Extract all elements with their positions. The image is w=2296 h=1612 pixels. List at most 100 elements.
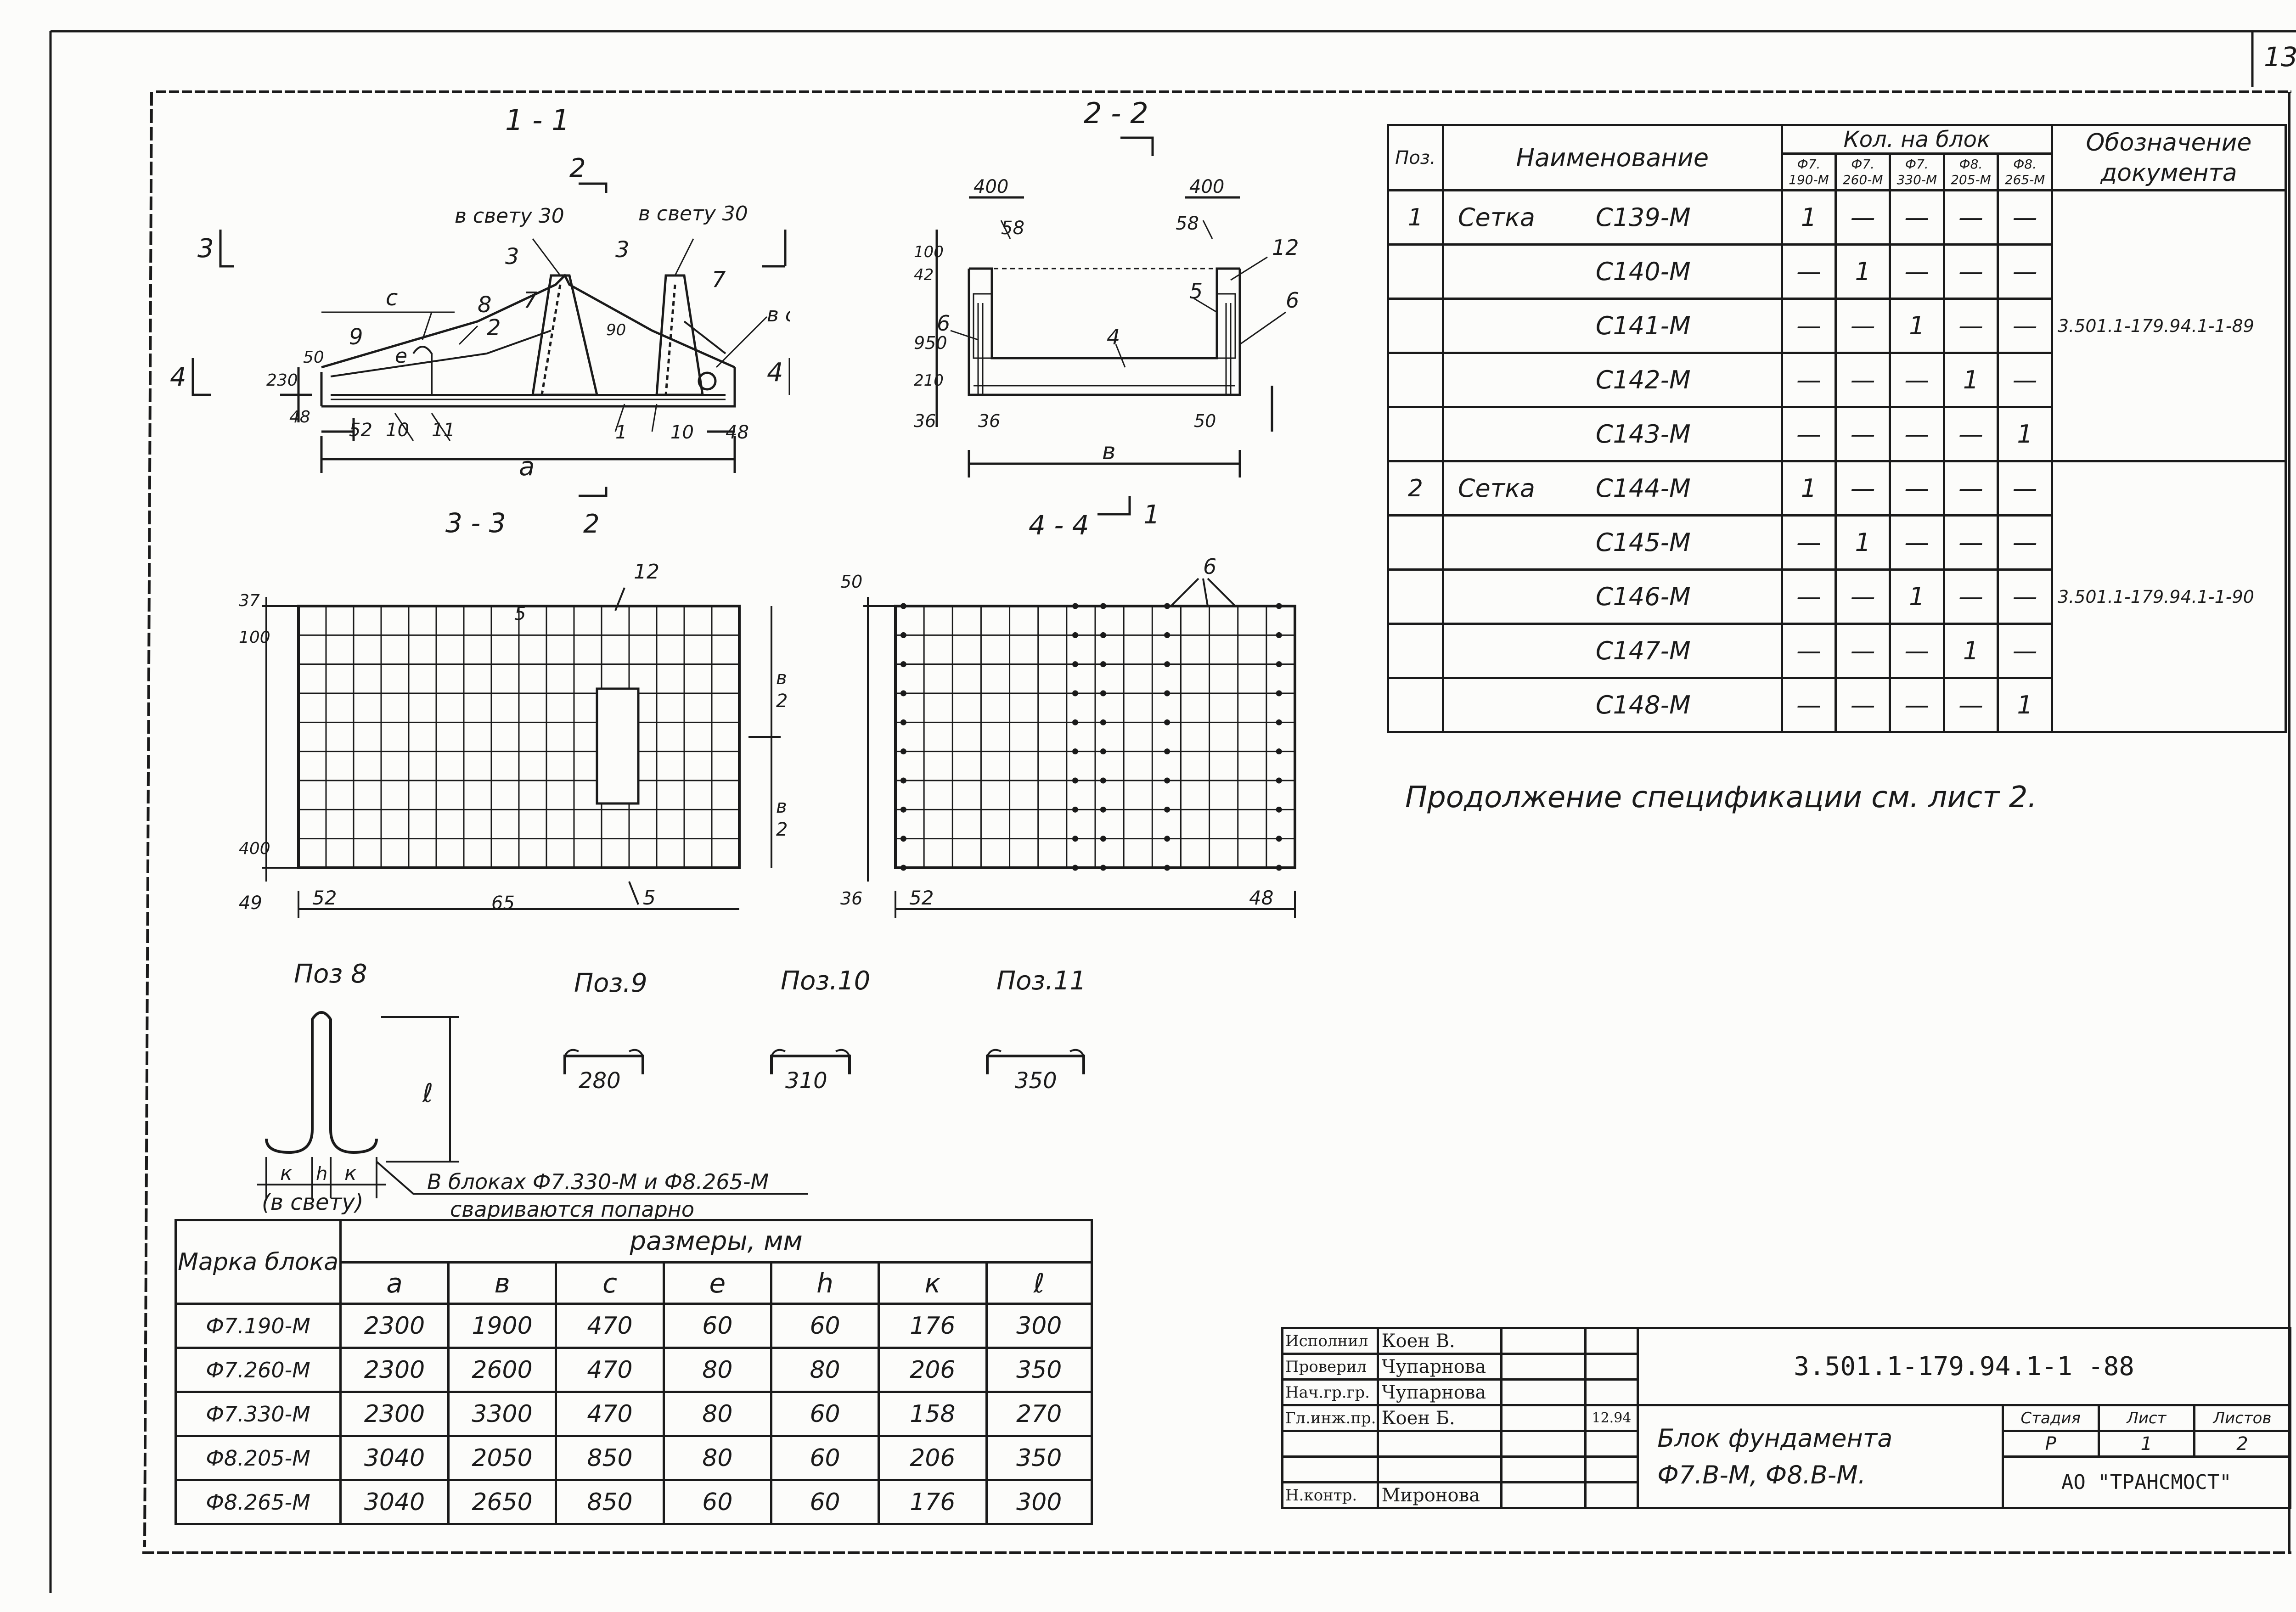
dim-b-over-2b-label: в bbox=[776, 796, 787, 817]
dims-cell-value: 60 bbox=[770, 1303, 880, 1349]
dims-cell-value: 80 bbox=[662, 1391, 772, 1437]
spec-cell-name: С142-М bbox=[1441, 352, 1783, 408]
spec-cell-qty: — bbox=[1780, 514, 1837, 571]
section-4-4-title: 4 - 4 bbox=[1029, 510, 1089, 541]
spec-cell-qty: — bbox=[1997, 189, 2053, 246]
rebar-dot bbox=[1164, 661, 1171, 668]
rebar-dot bbox=[900, 777, 906, 784]
document-code: 3.501.1-179.94.1-1 -88 bbox=[1637, 1327, 2291, 1406]
spec-header-doc: Обозначение документа bbox=[2050, 124, 2287, 191]
spec-cell-qty: 1 bbox=[1942, 623, 1999, 679]
rebar-dot bbox=[900, 661, 906, 668]
rebar-dot bbox=[1100, 836, 1106, 842]
spec-subheader-4: Ф8. 205-М bbox=[1942, 152, 1999, 191]
sheets-header: Листов bbox=[2193, 1404, 2291, 1432]
clear-span-mid-note: в свету 30 bbox=[638, 202, 748, 225]
stamp-role bbox=[1281, 1430, 1379, 1458]
rebar-dot bbox=[1276, 806, 1282, 813]
spec-row: С148-М————1 bbox=[1387, 677, 2286, 733]
stamp-date bbox=[1584, 1481, 1639, 1509]
spec-cell-qty: — bbox=[1780, 352, 1837, 408]
rebar-dot bbox=[1072, 748, 1078, 755]
spec-cell-qty: — bbox=[1780, 568, 1837, 625]
rebar-dot bbox=[1072, 603, 1078, 609]
spec-item-mark: С147-М bbox=[1595, 636, 1691, 665]
stamp-signature bbox=[1500, 1481, 1587, 1509]
spec-cell-name: С141-М bbox=[1441, 298, 1783, 354]
rebar-dot bbox=[1072, 661, 1078, 668]
rebar-dot bbox=[1072, 719, 1078, 725]
cut-1-bottom-label: 1 bbox=[1143, 500, 1160, 530]
sheets-value: 2 bbox=[2193, 1430, 2291, 1458]
dim-48-label-p4: 48 bbox=[1249, 887, 1273, 909]
spec-cell-qty: — bbox=[1888, 352, 1945, 408]
spec-continuation-note: Продолжение спецификации см. лист 2. bbox=[1405, 781, 2037, 814]
block-title-line-2: Ф7.В-М, Ф8.В-М. bbox=[1657, 1460, 1866, 1489]
pos-10-detail-title: Поз.10 bbox=[781, 966, 870, 996]
clear-span-left-note: в свету 30 bbox=[455, 204, 564, 228]
pos-8-dim-k2: к bbox=[344, 1162, 357, 1185]
spec-cell-qty: — bbox=[1888, 623, 1945, 679]
spec-cell-pos bbox=[1387, 243, 1444, 300]
rebar-dot bbox=[900, 865, 906, 871]
dims-cell-mark: Ф7.190-М bbox=[174, 1303, 342, 1349]
spec-row: С142-М———1— bbox=[1387, 352, 2286, 408]
block-title-line-1: Блок фундамента bbox=[1657, 1423, 1893, 1453]
stamp-name: Коен В. bbox=[1376, 1327, 1503, 1355]
spec-cell-pos bbox=[1387, 406, 1444, 462]
pos-12-label: 12 bbox=[1272, 235, 1299, 260]
weld-note-line-1: В блоках Ф7.330-М и Ф8.265-М bbox=[427, 1169, 769, 1194]
stamp-role: Гл.инж.пр. bbox=[1281, 1404, 1379, 1432]
pos-8-dim-h: h bbox=[316, 1163, 327, 1185]
spec-cell-name: С148-М bbox=[1441, 677, 1783, 733]
spec-header-name: Наименование bbox=[1441, 124, 1783, 191]
spec-cell-qty: — bbox=[1942, 460, 1999, 517]
stamp-signature bbox=[1500, 1430, 1587, 1458]
clear-span-right-note: в свету 30 bbox=[767, 303, 790, 326]
dims-cell-value: 176 bbox=[878, 1479, 988, 1525]
spec-row: С145-М—1——— bbox=[1387, 514, 2286, 571]
dim-100-label: 100 bbox=[914, 243, 944, 261]
pos-5b-label: 5 bbox=[643, 886, 656, 910]
pos-5a-label: 5 bbox=[514, 603, 526, 624]
stamp-date bbox=[1584, 1327, 1639, 1355]
pos-11-detail-title: Поз.11 bbox=[996, 966, 1086, 996]
dims-cell-mark: Ф8.205-М bbox=[174, 1435, 342, 1481]
pos-8-label: 8 bbox=[478, 292, 492, 318]
dims-cell-value: 60 bbox=[770, 1479, 880, 1525]
spec-cell-name: С147-М bbox=[1441, 623, 1783, 679]
rebar-dot bbox=[900, 690, 906, 696]
dims-cell-value: 2300 bbox=[339, 1391, 450, 1437]
pos-8-dim-k1: к bbox=[280, 1162, 293, 1185]
dim-52-label-p3: 52 bbox=[312, 887, 337, 909]
dim-210-label: 210 bbox=[914, 371, 944, 390]
cut-3-left-label: 3 bbox=[197, 234, 214, 264]
pos-7a-label: 7 bbox=[523, 287, 538, 313]
pos-8-detail-title: Поз 8 bbox=[294, 959, 367, 989]
spec-cell-pos bbox=[1387, 298, 1444, 354]
rebar-dot bbox=[1100, 865, 1106, 871]
dim-400-label-p3: 400 bbox=[239, 839, 270, 858]
section-2-2-title: 2 - 2 bbox=[1084, 96, 1148, 130]
dims-cell-value: 1900 bbox=[447, 1303, 557, 1349]
rebar-dot bbox=[900, 806, 906, 813]
spec-cell-qty: — bbox=[1888, 677, 1945, 733]
spec-cell-qty: — bbox=[1997, 298, 2053, 354]
dim-400b-label: 400 bbox=[1189, 176, 1224, 197]
pos-8-dim-l: ℓ bbox=[422, 1078, 433, 1108]
spec-subheader-3: Ф7. 330-М bbox=[1888, 152, 1945, 191]
dim-36a-label: 36 bbox=[914, 411, 936, 431]
sheet-corner-number: 131 bbox=[2264, 41, 2296, 73]
dims-col-5: h bbox=[770, 1261, 880, 1305]
spec-cell-qty: — bbox=[1835, 677, 1891, 733]
dim-37-label: 37 bbox=[239, 591, 260, 610]
spec-cell-pos bbox=[1387, 623, 1444, 679]
dims-cell-value: 80 bbox=[662, 1435, 772, 1481]
weld-note-line-2: свариваются попарно bbox=[450, 1197, 694, 1221]
rebar-dot bbox=[1100, 661, 1106, 668]
stamp-date: 12.94 bbox=[1584, 1404, 1639, 1432]
dim-b-over-2b-denominator: 2 bbox=[776, 819, 788, 840]
